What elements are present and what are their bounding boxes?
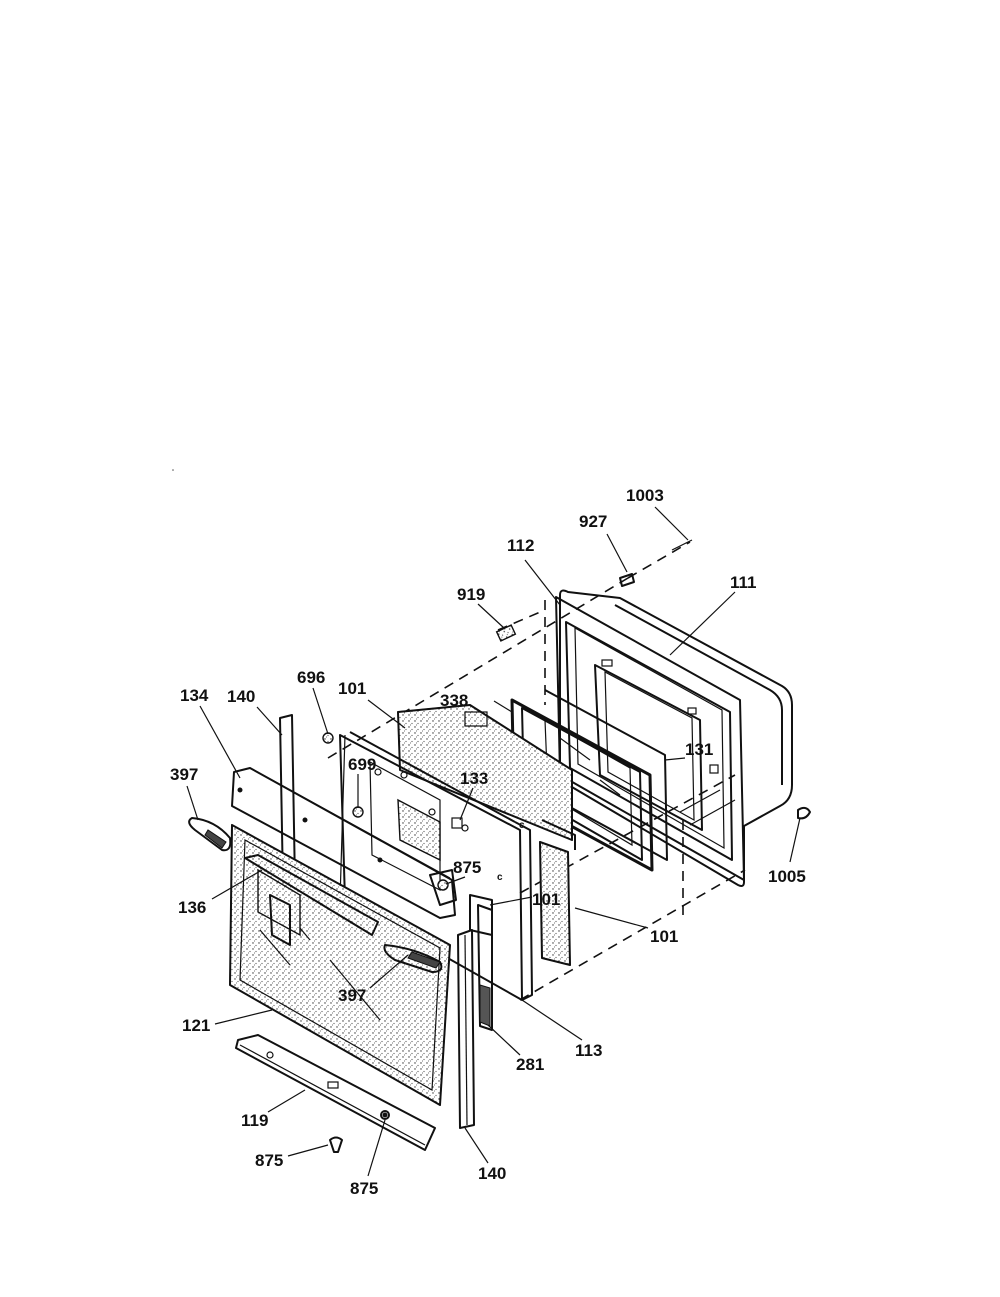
callout-140: 140 (478, 1164, 506, 1183)
callout-875: 875 (255, 1151, 283, 1170)
callout-696: 696 (297, 668, 325, 687)
door-top-trim-134 (231, 767, 457, 919)
callout-140: 140 (227, 687, 255, 706)
door-handle-136 (244, 854, 379, 946)
callout-397: 397 (338, 986, 366, 1005)
svg-text:c: c (497, 872, 503, 883)
callout-1003: 1003 (626, 486, 664, 505)
window-pack-131 (594, 659, 736, 831)
callout-121: 121 (182, 1016, 210, 1035)
callout-919: 919 (457, 585, 485, 604)
callout-699: 699 (348, 755, 376, 774)
callout-labels: 1003 927 112 111 919 696 101 338 140 134… (170, 486, 806, 1198)
callout-1005: 1005 (768, 867, 806, 886)
callout-101: 101 (650, 927, 678, 946)
inner-door-panel-101 (397, 704, 573, 842)
callout-136: 136 (178, 898, 206, 917)
callout-281: 281 (516, 1055, 544, 1074)
callout-101: 101 (532, 890, 560, 909)
svg-text:c: c (519, 820, 525, 831)
callout-134: 134 (180, 686, 209, 705)
callout-338: 338 (440, 691, 468, 710)
callout-119: 119 (241, 1111, 268, 1130)
handle-end-cap-right (383, 944, 443, 973)
callout-101: 101 (338, 679, 366, 698)
screw-hardware (322, 539, 811, 1153)
callout-131: 131 (685, 740, 713, 759)
callout-875: 875 (453, 858, 481, 877)
callout-111: 111 (730, 573, 757, 592)
door-hinge-281 (469, 894, 493, 1031)
door-frame-112 (555, 596, 745, 881)
callout-927: 927 (579, 512, 607, 531)
insulation-side-panel (539, 819, 576, 966)
door-bottom-trim-119 (235, 1034, 436, 1151)
callout-113: 113 (575, 1041, 602, 1060)
leader-lines (186, 506, 801, 1177)
handle-end-cap-left (188, 817, 232, 852)
callout-133: 133 (460, 769, 488, 788)
callout-112: 112 (507, 536, 534, 555)
side-trim-140-bottom (457, 929, 475, 1129)
callout-397: 397 (170, 765, 198, 784)
callout-875: 875 (350, 1179, 378, 1198)
